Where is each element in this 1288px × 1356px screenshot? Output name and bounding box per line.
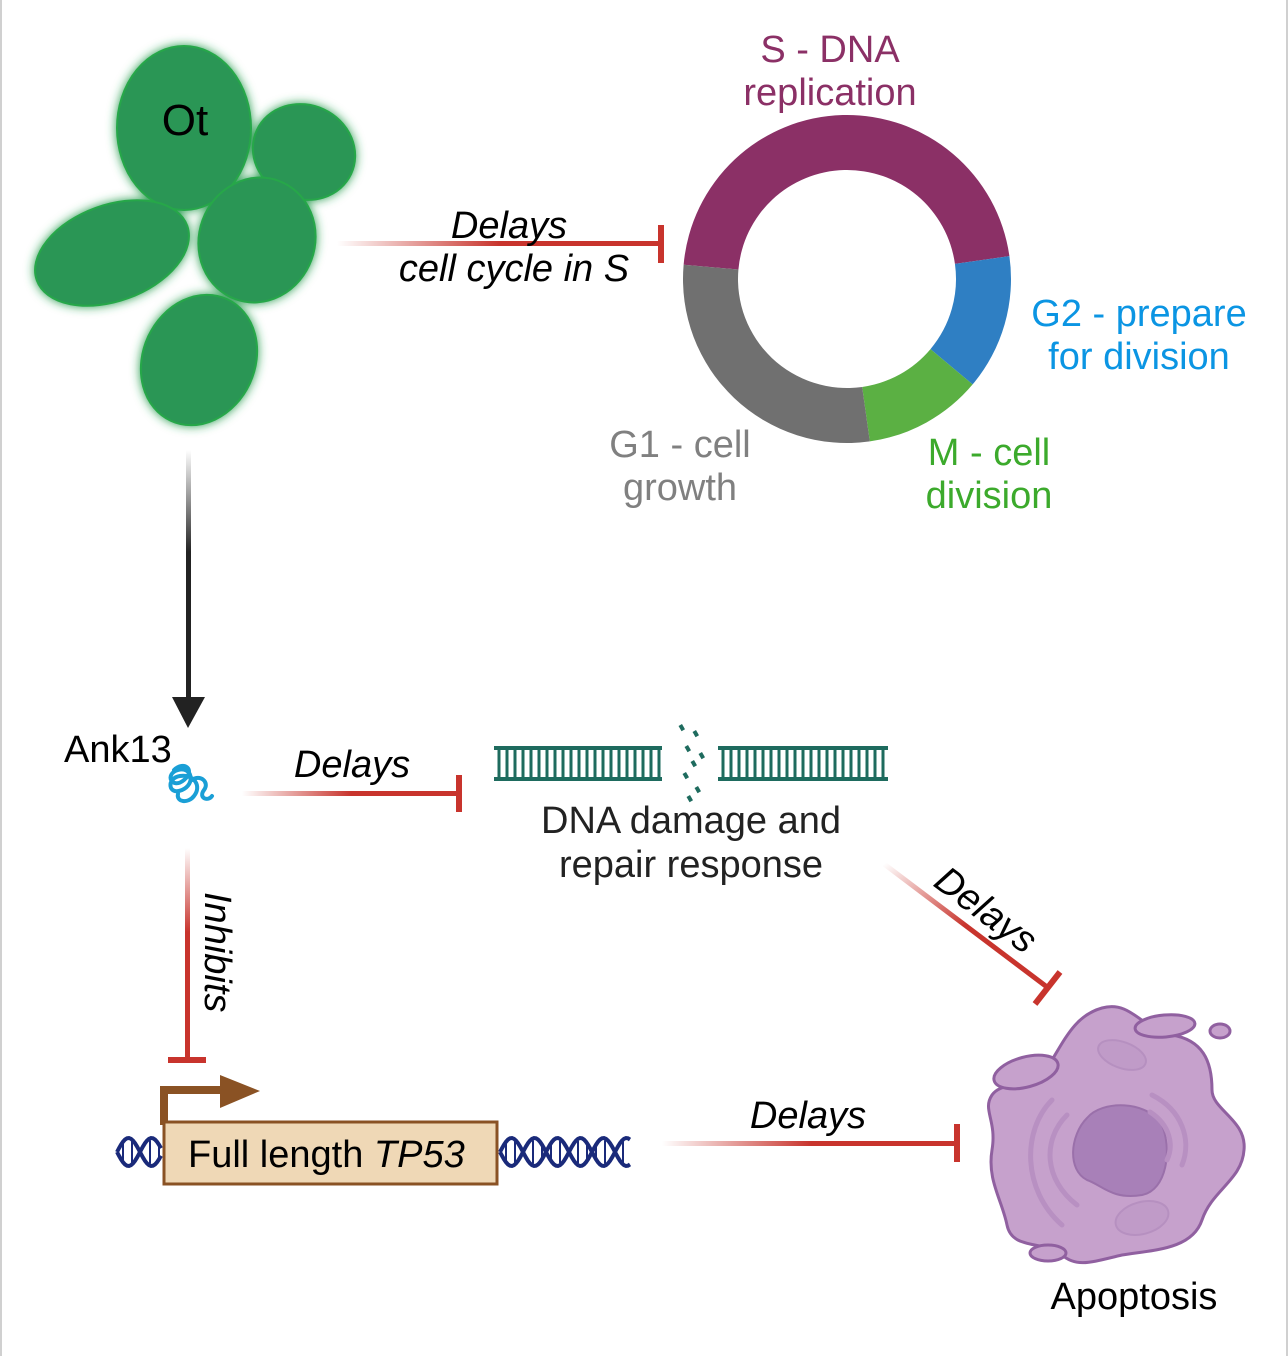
- ank13-inhibits-tp53-edge: Inhibits: [168, 848, 238, 1063]
- phase-g1-label: growth: [623, 467, 737, 509]
- inhibit-bar: [954, 1124, 960, 1162]
- ot-bacteria-icon: [34, 45, 357, 427]
- dna-fragment: [678, 723, 685, 732]
- phase-m-label: division: [926, 475, 1053, 517]
- ank13-label: Ank13: [64, 729, 172, 771]
- bacterium: [34, 199, 190, 307]
- ot-label: Ot: [162, 96, 208, 145]
- dna-damage-label: DNA damage and: [541, 800, 841, 842]
- tp53-prefix: Full length: [188, 1134, 374, 1176]
- bacterium: [139, 293, 259, 427]
- phase-s-segment: [683, 115, 1010, 270]
- inhibit-line: [185, 848, 190, 1058]
- phase-g1-segment: [683, 264, 870, 444]
- tp53-label: Full length TP53: [188, 1134, 465, 1176]
- ot-delays-cell-cycle-edge: Delays cell cycle in S: [337, 205, 664, 290]
- helix-strand: [498, 1135, 632, 1169]
- dna-fragment: [686, 795, 693, 803]
- edge-label: cell cycle in S: [399, 248, 629, 290]
- dna-helix-icon: [115, 1135, 632, 1169]
- apoptotic-cell-icon: [987, 1005, 1246, 1265]
- phase-s-label: S - DNA: [760, 29, 900, 71]
- dna-fragment: [690, 759, 697, 768]
- phase-g2-segment: [930, 256, 1012, 385]
- inhibit-line: [242, 791, 460, 796]
- phase-s-label: replication: [743, 72, 916, 114]
- bacterium: [197, 176, 317, 304]
- protein-icon: [168, 763, 214, 803]
- inhibit-line: [882, 862, 1049, 989]
- promoter-arrow-icon: [160, 1086, 224, 1125]
- ot-to-ank13-arrow: [172, 450, 205, 728]
- inhibit-bar: [1032, 970, 1063, 1006]
- edge-label: Delays: [750, 1095, 866, 1137]
- phase-m-segment: [862, 349, 973, 442]
- dna-fragment: [698, 752, 705, 760]
- phase-g1-label: G1 - cell: [609, 424, 750, 466]
- inhibit-bar: [168, 1057, 206, 1063]
- inhibit-bar: [456, 775, 462, 812]
- edge-label: Inhibits: [196, 892, 238, 1012]
- phase-m-label: M - cell: [928, 432, 1050, 474]
- tp53-gene-box: [162, 1120, 499, 1186]
- cell-cycle-ring: [683, 115, 1012, 444]
- inhibit-line: [662, 1141, 960, 1146]
- tp53-delays-apoptosis-edge: Delays: [662, 1095, 960, 1162]
- bacterium: [116, 45, 252, 211]
- dna-damage-delays-apoptosis-edge: Delays: [882, 859, 1063, 1006]
- ank13-delays-dna-damage-edge: Delays: [242, 744, 462, 812]
- dna-fragment: [682, 772, 689, 780]
- edge-label: Delays: [294, 744, 410, 786]
- helix-strand: [115, 1135, 163, 1169]
- phase-g2-label: for division: [1048, 336, 1230, 378]
- apoptosis-label: Apoptosis: [1051, 1276, 1218, 1318]
- dna-fragment: [684, 745, 691, 753]
- phase-g2-label: G2 - prepare: [1031, 293, 1246, 335]
- inhibit-line: [337, 241, 662, 246]
- dna-damage-icon: [494, 723, 888, 803]
- dna-damage-label: repair response: [559, 844, 823, 886]
- edge-label: Delays: [451, 205, 567, 247]
- dna-fragment: [694, 786, 701, 794]
- helix-strand: [498, 1135, 632, 1169]
- arrow-line: [186, 450, 191, 705]
- inhibit-bar: [658, 225, 664, 263]
- promoter-arrowhead: [220, 1075, 260, 1108]
- dna-fragment: [692, 729, 699, 738]
- tp53-gene-name: TP53: [374, 1134, 465, 1176]
- arrowhead: [172, 697, 205, 728]
